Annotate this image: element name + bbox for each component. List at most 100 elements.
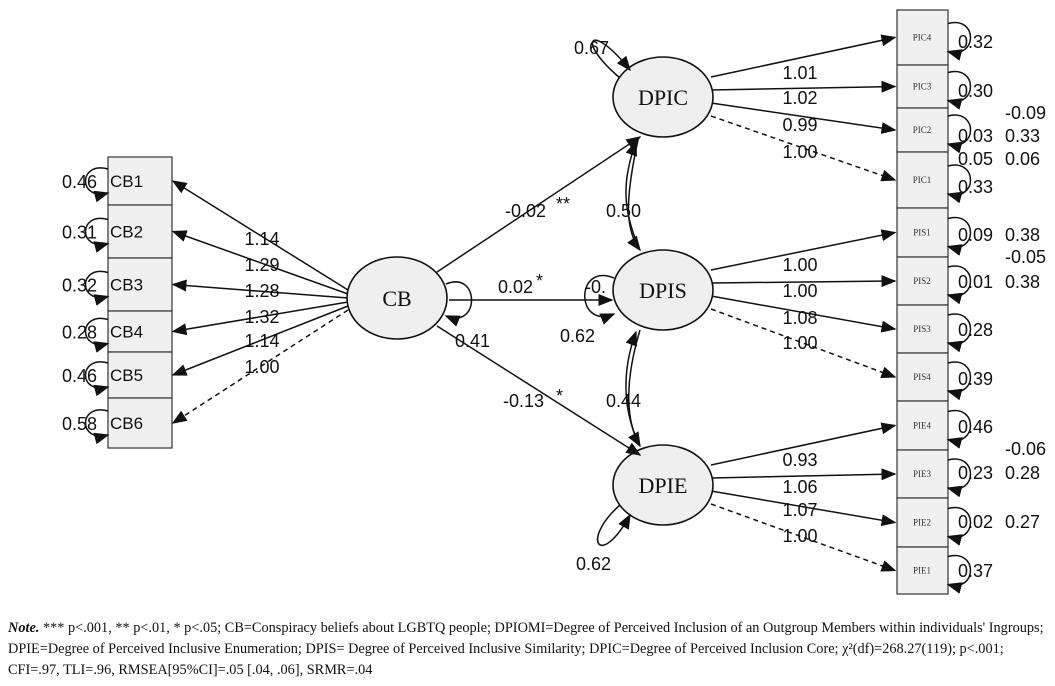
residual-arrow	[84, 409, 110, 445]
loading-label: 1.14	[244, 229, 279, 249]
loading-arrow	[171, 309, 349, 424]
indicator-label: PIE2	[913, 518, 931, 528]
loading-label: 1.28	[244, 281, 279, 301]
loading-label: 1.01	[782, 63, 817, 83]
residual-label: 0.46	[62, 366, 97, 386]
residual-label: 0.38	[1005, 272, 1040, 292]
loading-arrow	[710, 503, 897, 572]
indicator-label: PIC4	[913, 33, 932, 43]
path-label: 0.62	[560, 326, 595, 346]
residual-label: 0.32	[958, 32, 993, 52]
indicator-box	[896, 304, 949, 354]
indicator-label: PIS2	[913, 276, 931, 286]
residual-label: 0.02	[958, 512, 993, 532]
residual-label: 0.46	[958, 417, 993, 437]
loading-label: 1.06	[782, 477, 817, 497]
residual-label: 0.33	[958, 177, 993, 197]
indicator-label: PIS1	[913, 228, 931, 238]
indicator-label: PIC3	[913, 82, 932, 92]
note-text: *** p<.001, ** p<.01, * p<.05; CB=Conspi…	[8, 620, 1044, 678]
residual-label: 0.39	[958, 369, 993, 389]
indicator-box	[107, 257, 173, 312]
path-label: -0.02	[505, 201, 546, 221]
loading-arrow	[710, 275, 897, 288]
path-label: -0.	[585, 277, 606, 297]
loading-arrow	[710, 229, 897, 271]
covariance-arrow	[627, 139, 641, 252]
loading-arrow	[710, 34, 897, 78]
residual-arrow	[84, 270, 110, 306]
residual-arrow	[946, 164, 972, 204]
variance-arrow	[584, 274, 616, 325]
variance-arrow	[596, 504, 631, 547]
indicator-box	[896, 449, 949, 499]
indicator-label: CB2	[110, 223, 143, 242]
indicator-box	[896, 9, 949, 66]
indicator-label: PIC1	[913, 175, 932, 185]
loading-label: 1.00	[782, 526, 817, 546]
residual-arrow	[946, 114, 972, 154]
loading-label: 0.93	[782, 450, 817, 470]
latent-dpic	[612, 56, 714, 138]
residual-label: 0.06	[1005, 149, 1040, 169]
loading-arrow	[171, 301, 349, 336]
figure-note: Note. *** p<.001, ** p<.01, * p<.05; CB=…	[8, 618, 1053, 681]
residual-label: 0.37	[958, 561, 993, 581]
residual-arrow	[84, 317, 110, 353]
residual-label: 0.28	[62, 323, 97, 343]
indicator-label: CB3	[110, 276, 143, 295]
residual-arrow	[946, 458, 972, 498]
residual-label: 0.32	[62, 276, 97, 296]
variance-arrow	[444, 281, 473, 327]
structural-arrow	[436, 136, 642, 273]
residual-label: 0.23	[958, 463, 993, 483]
indicator-box	[896, 64, 949, 109]
path-label: -0.13	[503, 391, 544, 411]
latent-label: DPIE	[639, 473, 688, 498]
loading-arrow	[710, 80, 897, 93]
indicator-label: CB4	[110, 323, 143, 342]
residual-label: 0.05	[958, 149, 993, 169]
path-label: *	[536, 271, 543, 291]
indicator-label: PIE1	[913, 566, 931, 576]
indicator-label: PIE3	[913, 469, 932, 479]
loading-label: 1.08	[782, 308, 817, 328]
loading-label: 1.00	[782, 255, 817, 275]
residual-label: 0.38	[1005, 225, 1040, 245]
indicator-box	[896, 546, 949, 595]
indicator-box	[107, 156, 173, 206]
loading-label: 1.00	[782, 281, 817, 301]
indicator-label: CB5	[110, 366, 143, 385]
latent-dpie	[612, 444, 714, 526]
loading-label: 1.00	[782, 333, 817, 353]
residual-arrow	[84, 217, 110, 253]
residual-arrow	[946, 409, 972, 449]
residual-label: 0.46	[62, 172, 97, 192]
indicator-label: PIS4	[913, 372, 931, 382]
path-label: 0.50	[606, 201, 641, 221]
residual-arrow	[946, 554, 972, 594]
indicator-box	[107, 397, 173, 449]
indicator-box	[896, 497, 949, 548]
residual-arrow	[84, 361, 110, 397]
loading-label: 1.02	[782, 88, 817, 108]
residual-label: -0.06	[1005, 439, 1046, 459]
loading-arrow	[710, 295, 897, 333]
loading-arrow	[710, 102, 897, 134]
residual-arrow	[946, 216, 972, 256]
residual-label: 0.30	[958, 81, 993, 101]
indicator-label: PIS3	[913, 324, 931, 334]
loading-arrow	[171, 279, 349, 299]
path-label: 0.02	[498, 277, 533, 297]
indicator-box	[896, 151, 949, 209]
latent-label: DPIC	[638, 85, 688, 110]
residual-label: 0.27	[1005, 512, 1040, 532]
latent-label: CB	[382, 286, 411, 311]
loading-arrow	[171, 305, 349, 376]
loading-arrow	[710, 422, 897, 466]
residual-label: 0.33	[1005, 126, 1040, 146]
indicator-label: CB1	[110, 172, 143, 191]
latent-dpis	[612, 249, 714, 331]
residual-label: 0.28	[958, 320, 993, 340]
